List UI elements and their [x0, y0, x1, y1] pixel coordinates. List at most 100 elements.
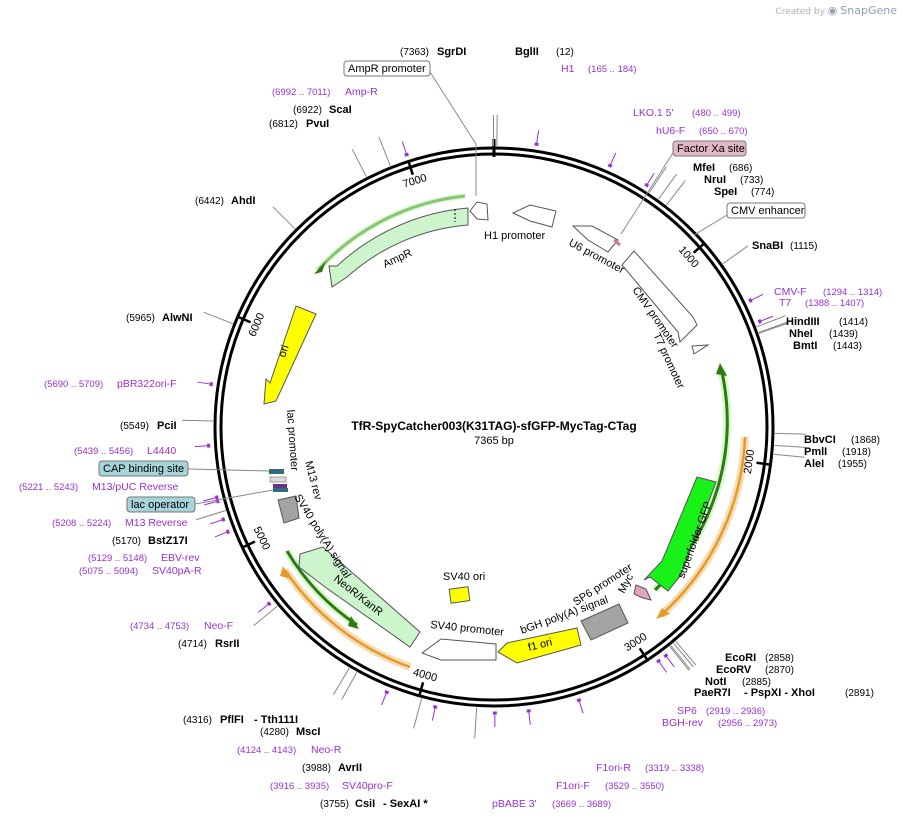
bgh-polya-feature [580, 603, 629, 641]
primer-lko-coord: (480 .. 499) [692, 108, 741, 119]
scai-label: ScaI [329, 104, 352, 116]
ampr-promoter-leader [429, 71, 477, 145]
enzyme-leader-ahdi [272, 206, 296, 230]
spei-label: SpeI [714, 186, 737, 198]
primer-pbr322-label: pBR322ori-F [117, 378, 177, 390]
factor-xa-leader [620, 152, 674, 235]
primer-sp6-coord: (2919 .. 2936) [706, 706, 765, 717]
label-ampr: AmpR [381, 247, 414, 271]
tick-label-5000: 5000 [251, 525, 272, 552]
noti-label: NotI [705, 676, 726, 688]
plasmid-name: TfR-SpyCatcher003(K31TAG)-sfGFP-MycTag-C… [351, 419, 636, 433]
enzyme-leader-alwni [203, 311, 233, 325]
primer-leader-2 [645, 173, 655, 187]
primer-ebvrev-label: EBV-rev [161, 552, 200, 564]
primer-bghrev-label: BGH-rev [662, 717, 704, 729]
enzyme-leader-alei [773, 453, 805, 458]
csii-label: CsiI [355, 798, 375, 810]
ecori-coord: (2858) [765, 653, 794, 664]
enzyme-leader-bbvci [774, 432, 806, 435]
enzyme-leader-scai [378, 136, 391, 167]
ecorv-label: EcoRV [716, 664, 752, 676]
mfei-coord: (686) [729, 163, 752, 174]
bglii-coord: (12) [556, 47, 574, 58]
cmv-enhancer-leader [693, 214, 728, 236]
alwni-coord: (5965) [126, 313, 155, 324]
label-h1-promoter: H1 promoter [484, 230, 545, 242]
tick-marks [237, 139, 771, 697]
alei-coord: (1955) [838, 459, 867, 470]
orange-orf-arc2 [283, 569, 411, 669]
lac-operator-box-label: lac operator [131, 499, 189, 511]
gfp-orf-arrowhead [716, 363, 727, 376]
ampr-feature [328, 207, 469, 288]
ampr-orf-arrowhead [314, 261, 326, 274]
m13-rev-mark [273, 484, 287, 489]
scai-coord: (6922) [293, 105, 322, 116]
primer-sv40prof-coord: (3916 .. 3935) [270, 781, 329, 792]
f1-ori-feature [497, 627, 582, 664]
mfei-label: MfeI [693, 162, 715, 174]
bstz17i-coord: (5170) [112, 536, 141, 547]
lac-operator-leader [194, 489, 274, 505]
tick-mark-1000 [692, 242, 706, 254]
primer-sv40par-label: SV40pA-R [152, 565, 202, 577]
tick-label-7000: 7000 [401, 172, 428, 191]
primer-leader-11 [381, 691, 388, 706]
ampr-promoter-box-label: AmpR promoter [348, 63, 426, 75]
neor-orf-arc [285, 550, 358, 627]
ahdi-coord: (6442) [195, 196, 224, 207]
enzyme-leader-noti [670, 645, 691, 670]
primer-f1orif-label: F1ori-F [556, 780, 590, 792]
pvui-coord: (6812) [269, 119, 298, 130]
tick-label-4000: 4000 [412, 666, 439, 684]
primer-leader-lines [194, 130, 773, 728]
bbvci-coord: (1868) [851, 435, 880, 446]
superfolder-gfp-feature [643, 476, 717, 592]
pvui-label: PvuI [306, 118, 329, 130]
label-sv40-ori: SV40 ori [443, 571, 485, 583]
ecorv-coord: (2870) [765, 665, 794, 676]
watermark-brand: SnapGene [840, 4, 897, 17]
watermark-created-by: Created by [775, 7, 825, 17]
enzyme-leader-lines [182, 114, 806, 739]
primer-leader-7 [578, 698, 584, 714]
avrii-coord: (3988) [302, 763, 331, 774]
enzyme-leader-bmti [758, 322, 789, 334]
primer-ampr-label: Amp-R [345, 86, 378, 98]
rsrii-label: RsrII [215, 638, 239, 650]
primer-f1orif-coord: (3529 .. 3550) [605, 781, 664, 792]
factor-xa-box [672, 140, 747, 157]
snabi-label: SnaBI [752, 240, 783, 252]
cap-binding-box-label: CAP binding site [103, 463, 184, 475]
sv40-promoter-feature [420, 638, 497, 661]
primer-leader-19 [401, 141, 408, 156]
orange-orf-arrowhead [656, 608, 670, 619]
tick-mark-3000 [638, 647, 649, 661]
boxed-labels: AmpR promoter Factor Xa site CMV enhance… [98, 60, 806, 513]
primer-bghrev-coord: (2956 .. 2973) [718, 718, 777, 729]
label-sv40-promoter: SV40 promoter [430, 619, 505, 639]
enzyme-leader-ecori [675, 640, 697, 666]
plasmid-length: 7365 bp [474, 435, 514, 447]
enzyme-leader-bstz17i [195, 510, 226, 521]
enzyme-leader-msci [341, 672, 358, 700]
hindiii-coord: (1414) [839, 317, 868, 328]
hindiii-label: HindIII [786, 316, 820, 328]
primer-h1-label: H1 [561, 63, 575, 75]
primer-m13puc-coord: (5221 .. 5243) [19, 482, 78, 493]
primer-leader-14 [209, 518, 225, 525]
primer-t7-label: T7 [779, 297, 791, 309]
primer-h1-coord: (165 .. 184) [588, 64, 637, 75]
cmv-promoter-arrow [621, 250, 698, 344]
tick-mark-2000 [756, 461, 771, 466]
alei-label: AleI [804, 458, 824, 470]
primer-sv40prof-label: SV40pro-F [342, 780, 393, 792]
enzyme-leader-rsrii [253, 605, 278, 627]
sgrdi-label: SgrDI [437, 46, 466, 58]
primer-neor-coord: (4124 .. 4143) [237, 745, 296, 756]
enzyme-labels: (7363) SgrDI BglII (12) MfeI (686) NruI … [112, 46, 880, 810]
lac-op-mark [273, 488, 288, 492]
primer-f1orir-label: F1ori-R [596, 762, 631, 774]
factor-xa-box-label: Factor Xa site [677, 143, 745, 155]
